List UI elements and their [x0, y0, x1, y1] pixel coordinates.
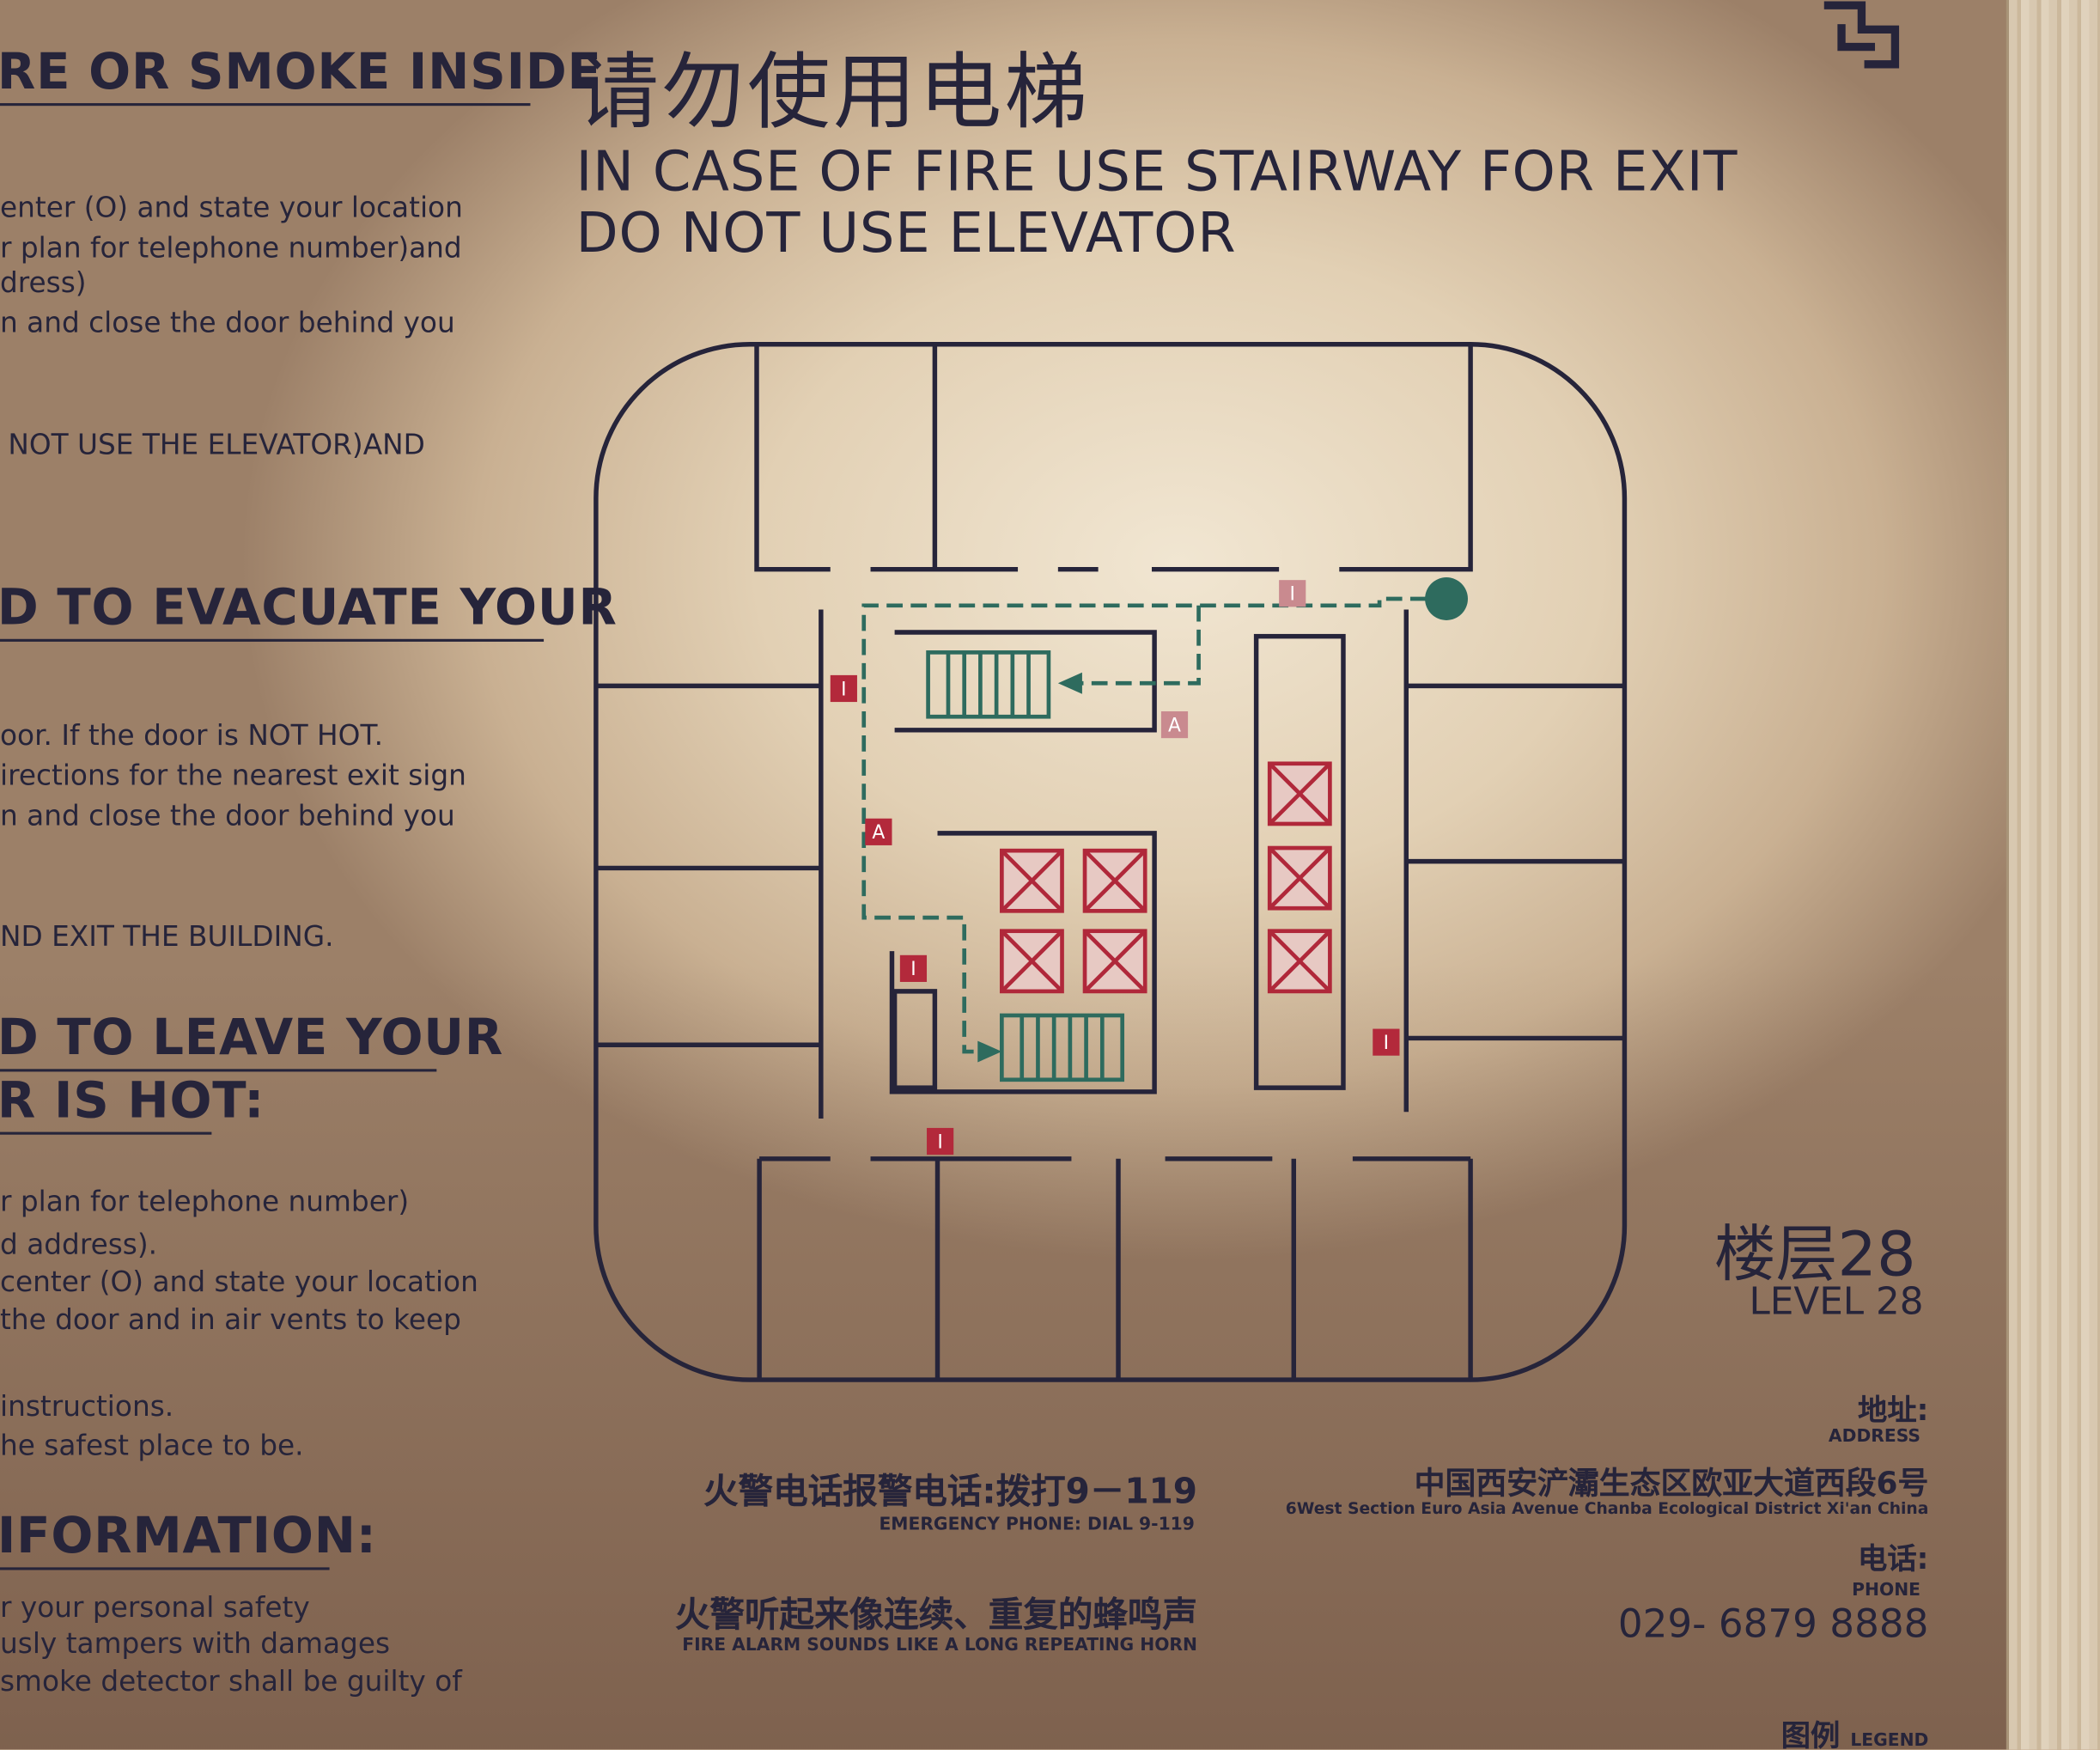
- instruction-line: ND EXIT THE BUILDING.: [0, 920, 334, 953]
- emergency-phone-en: EMERGENCY PHONE: DIAL 9-119: [879, 1515, 1195, 1535]
- instruction-line: dress): [0, 266, 87, 299]
- elevator-icon: [1000, 848, 1064, 913]
- svg-text:A: A: [1168, 715, 1181, 736]
- instruction-line: n and close the door behind you: [0, 307, 455, 339]
- legend-en: LEGEND: [1850, 1730, 1929, 1750]
- en-title-line2: DO NOT USE ELEVATOR: [575, 200, 1237, 265]
- svg-text:I: I: [1384, 1033, 1389, 1054]
- en-title-line1: IN CASE OF FIRE USE STAIRWAY FOR EXIT: [575, 139, 1738, 204]
- instruction-line: instructions.: [0, 1390, 174, 1423]
- logo-icon: [1823, 1, 1900, 69]
- svg-text:I: I: [841, 679, 846, 700]
- instruction-line: r your personal safety: [0, 1591, 310, 1624]
- fire-extinguisher-markers: I I I I I: [830, 580, 1400, 1155]
- instruction-line: usly tampers with damages: [0, 1627, 391, 1660]
- wood-frame: [2006, 0, 2100, 1750]
- phone-label-cn: 电话:: [1858, 1543, 1929, 1577]
- instruction-line: enter (O) and state your location: [0, 191, 463, 224]
- cn-title: 请勿使用电梯: [575, 42, 1091, 141]
- instruction-line: oor. If the door is NOT HOT.: [0, 719, 383, 752]
- instruction-line: center (O) and state your location: [0, 1265, 478, 1298]
- address-cn: 中国西安浐灞生态区欧亚大道西段6号: [1414, 1466, 1929, 1502]
- phone-number: 029- 6879 8888: [1617, 1601, 1929, 1647]
- floor-level-cn: 楼层28: [1713, 1217, 1916, 1290]
- address-label-en: ADDRESS: [1828, 1426, 1921, 1448]
- address-label-cn: 地址:: [1858, 1394, 1929, 1429]
- fire-alarm-markers: A A: [865, 710, 1189, 845]
- instruction-line: smoke detector shall be guilty of: [0, 1665, 462, 1698]
- elevator-icon: [1267, 929, 1332, 994]
- svg-text:I: I: [1289, 584, 1294, 606]
- floor-level-en: LEVEL 28: [1749, 1279, 1924, 1324]
- instruction-line: d address).: [0, 1228, 158, 1261]
- instruction-line: n and close the door behind you: [0, 799, 455, 832]
- instruction-line: r plan for telephone number)and: [0, 231, 462, 265]
- phone-label-en: PHONE: [1852, 1580, 1921, 1601]
- elevator-icon: [1267, 761, 1332, 826]
- heading-leave: D TO LEAVE YOUR: [0, 1009, 502, 1072]
- svg-text:A: A: [872, 822, 885, 844]
- floor-walls: [593, 342, 1628, 1382]
- elevator-icons: [1000, 761, 1332, 994]
- elevator-icon: [1082, 848, 1147, 913]
- legend-cn: 图例: [1780, 1720, 1841, 1750]
- instruction-line: he safest place to be.: [0, 1429, 304, 1462]
- you-are-here-icon: [1425, 577, 1468, 620]
- svg-text:I: I: [937, 1131, 942, 1153]
- instruction-line: the door and in air vents to keep: [0, 1303, 461, 1336]
- heading-fire-smoke: RE OR SMOKE INSIDE: [0, 43, 601, 107]
- heading-evacuate: D TO EVACUATE YOUR: [0, 579, 617, 642]
- heading-information: IFORMATION:: [0, 1507, 376, 1570]
- instruction-line: NOT USE THE ELEVATOR)AND: [8, 428, 425, 461]
- alarm-sound-cn: 火警听起来像连续、重复的蜂鸣声: [674, 1595, 1198, 1636]
- evacuation-route: [861, 596, 1427, 1054]
- svg-text:I: I: [910, 959, 916, 980]
- elevator-icon: [1267, 845, 1332, 911]
- address-en: 6West Section Euro Asia Avenue Chanba Ec…: [1285, 1498, 1929, 1518]
- legend-title: 图例 LEGEND: [1780, 1712, 1929, 1750]
- alarm-sound-en: FIRE ALARM SOUNDS LIKE A LONG REPEATING …: [682, 1635, 1198, 1656]
- stair-icon: [1000, 1013, 1125, 1082]
- instruction-line: r plan for telephone number): [0, 1185, 410, 1218]
- stair-icon: [926, 650, 1051, 719]
- emergency-phone-cn: 火警电话报警电话:拨打9－119: [703, 1472, 1198, 1513]
- elevator-icon: [1000, 929, 1064, 994]
- elevator-icon: [1082, 929, 1147, 994]
- instruction-line: irections for the nearest exit sign: [0, 759, 466, 792]
